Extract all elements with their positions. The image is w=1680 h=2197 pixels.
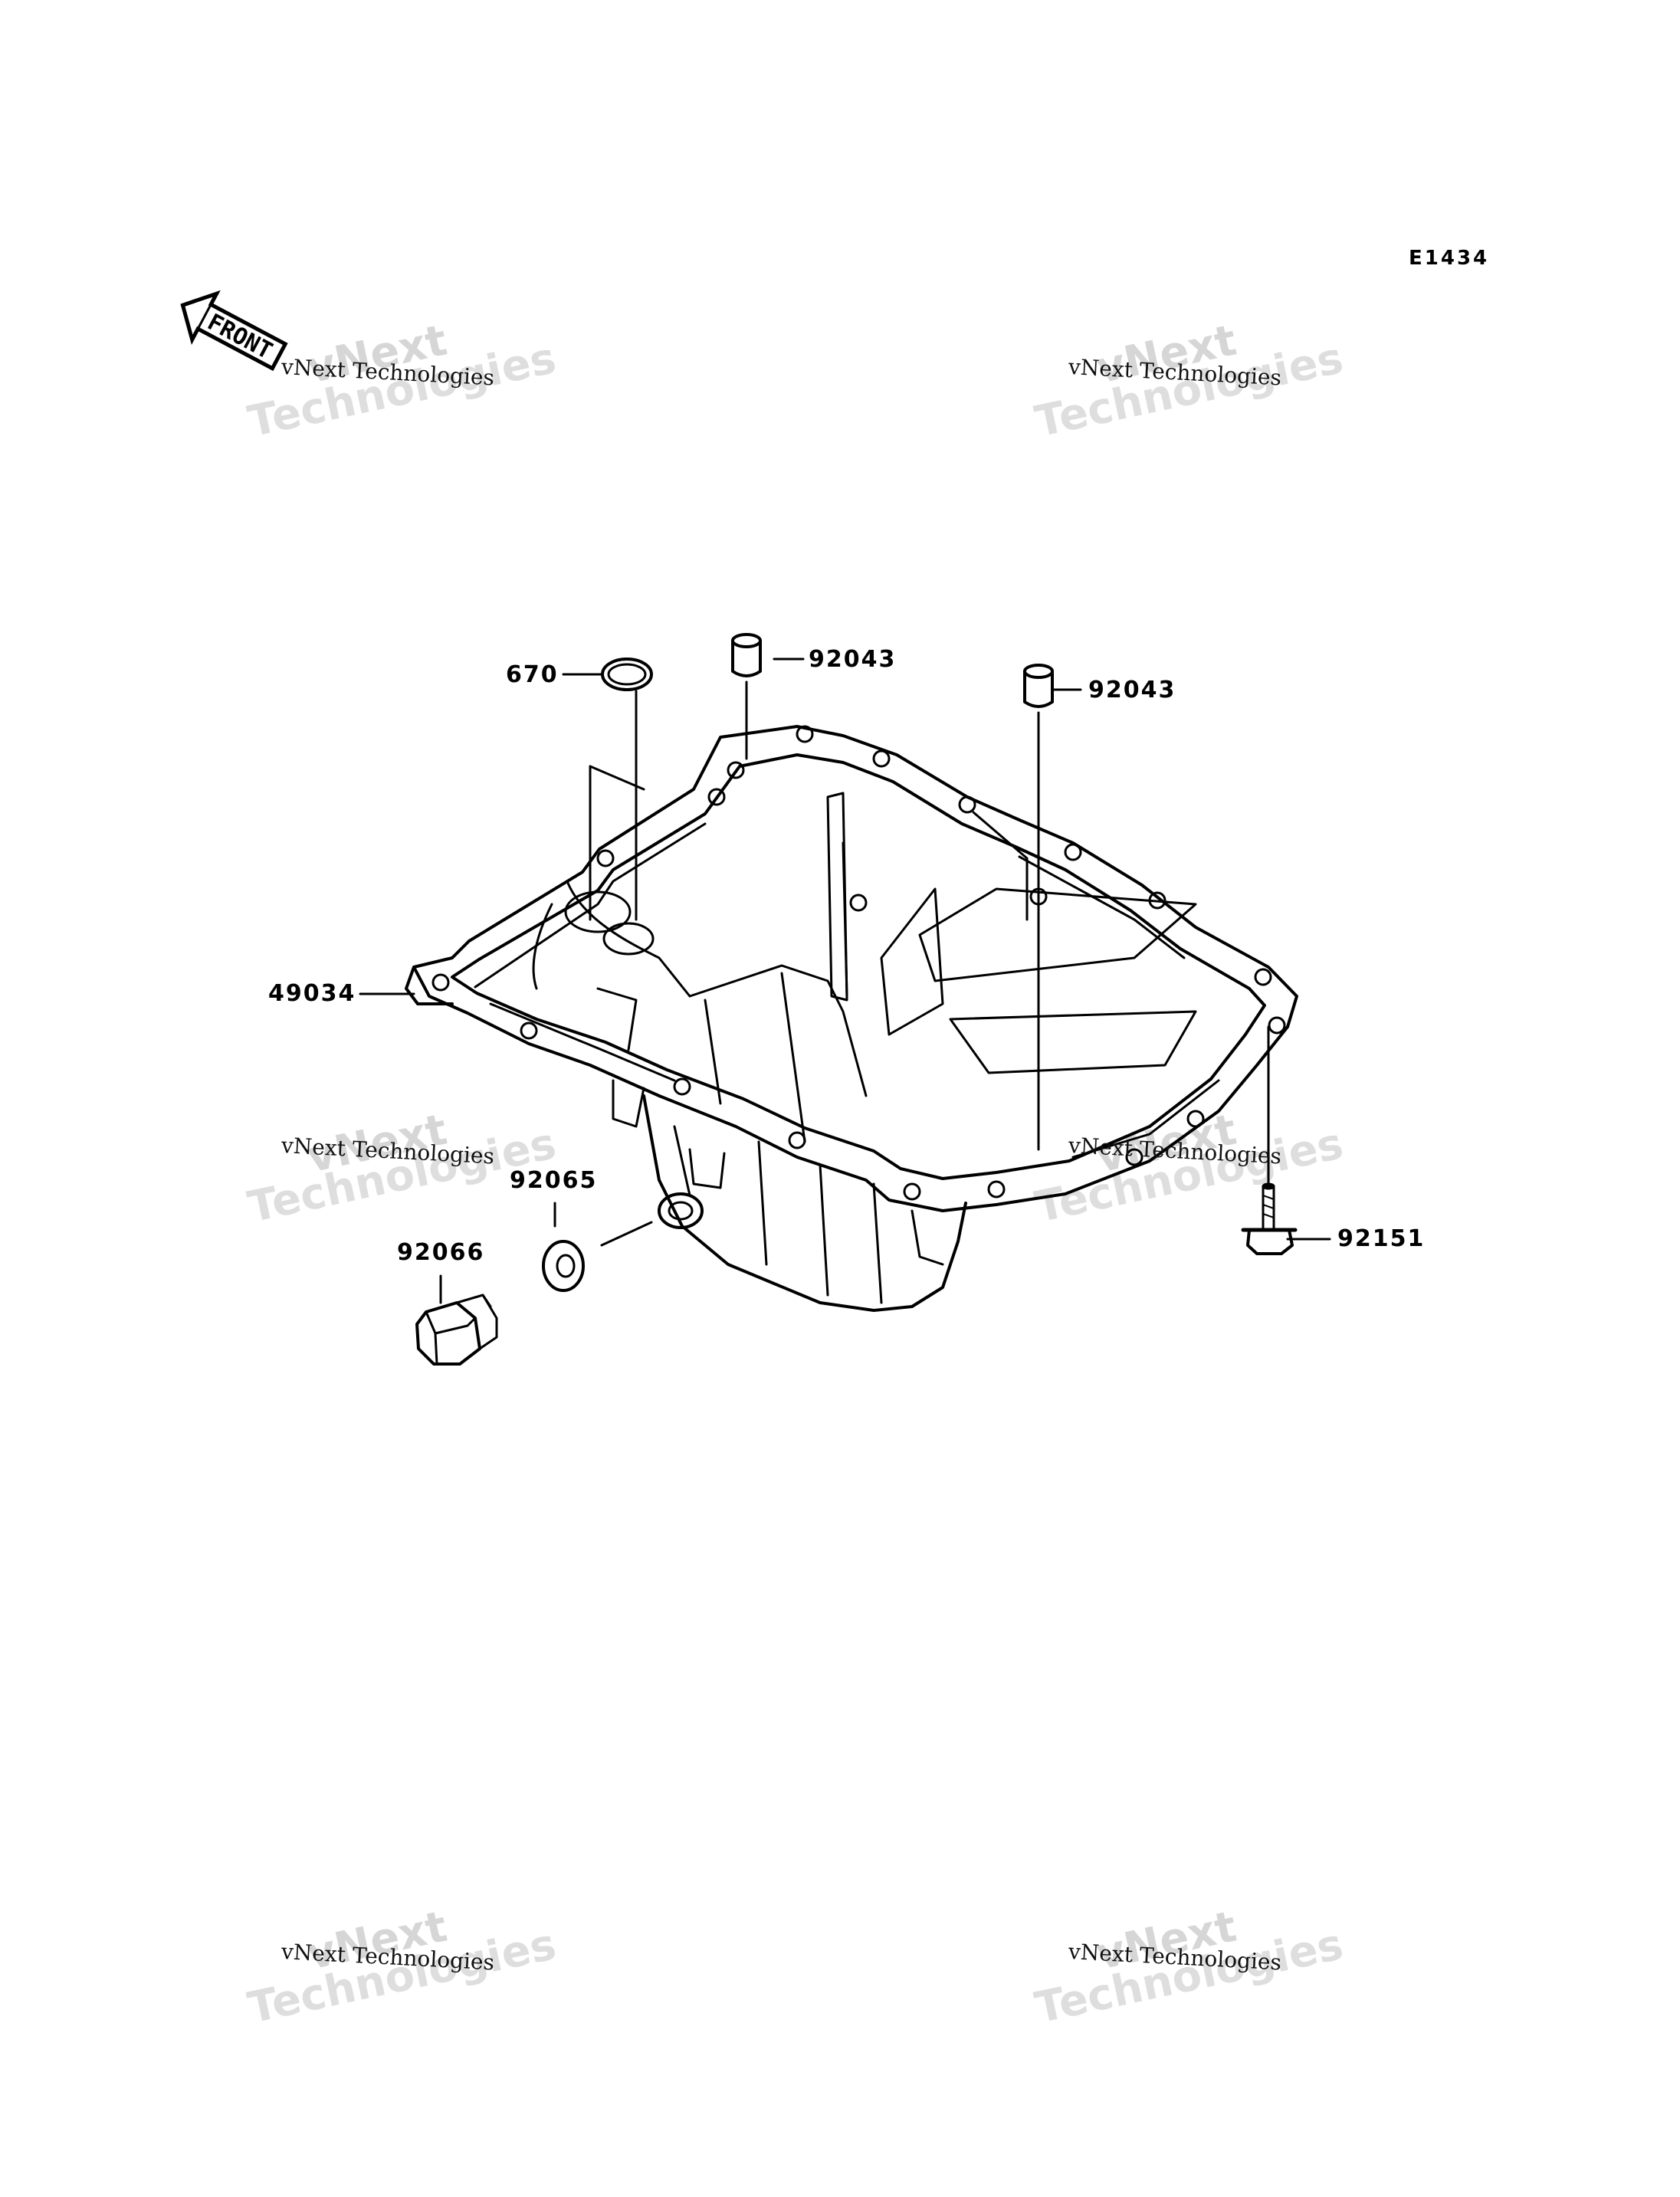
part-label-92043-b: 92043 [1088,677,1176,703]
part-label-92151: 92151 [1337,1225,1426,1252]
drain-plug-92066 [415,1294,498,1366]
part-label-92065: 92065 [510,1167,598,1194]
diagram-code: E1434 [1409,247,1490,270]
o-ring-670 [601,657,653,691]
washer-92065 [542,1240,585,1292]
part-label-92043: 92043 [809,646,897,673]
dowel-pin-92043-b [1023,664,1054,708]
part-label-49034: 49034 [268,980,356,1007]
oil-pan-flange [412,725,1298,1212]
dowel-pin-92043 [731,633,762,677]
part-label-670: 670 [506,661,559,688]
oil-pan-sump [642,1094,967,1312]
bolt-92151 [1241,1182,1298,1255]
front-arrow-icon: FRONT [180,290,288,372]
part-label-92066: 92066 [397,1239,485,1266]
